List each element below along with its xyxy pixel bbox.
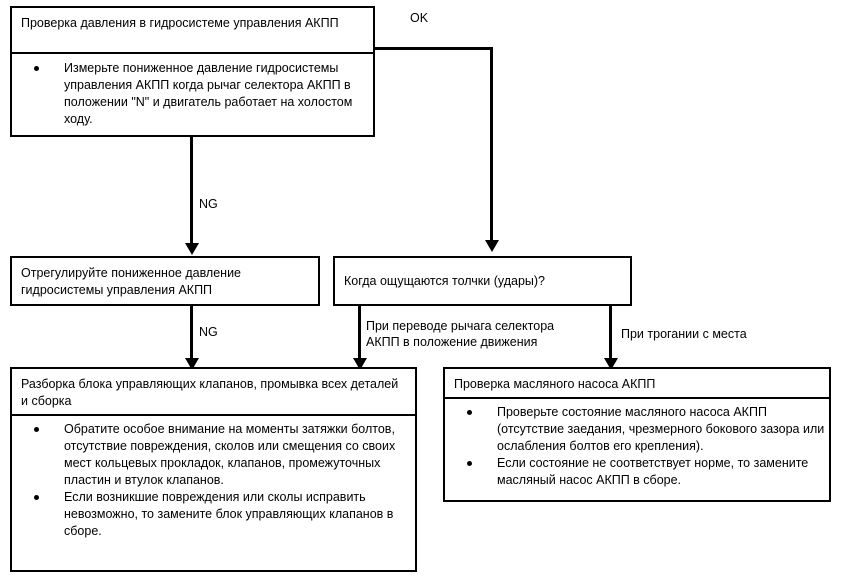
node-oil-pump-bullets: Проверьте состояние масляного насоса АКП… [445, 404, 829, 489]
connector-ok-horizontal [373, 47, 492, 50]
node-check-pressure-divider [12, 52, 373, 54]
node-valve-body-divider [12, 414, 415, 416]
edge-label-ok: OK [410, 11, 429, 25]
list-item-text: Измерьте пониженное давление гидросистем… [64, 61, 353, 126]
node-check-pressure[interactable]: Проверка давления в гидросистеме управле… [10, 6, 375, 137]
list-item-text: Если возникшие повреждения или сколы исп… [64, 490, 394, 538]
node-valve-body-bullets: Обратите особое внимание на моменты затя… [12, 421, 415, 540]
node-oil-pump-divider [445, 397, 829, 399]
bullet-dot-icon [34, 66, 39, 71]
connector-ng-top-arrowhead [185, 243, 199, 255]
connector-moving-off-vertical [609, 306, 612, 364]
list-item-text: Обратите особое внимание на моменты затя… [64, 422, 396, 487]
list-item-text: Если состояние не соответствует норме, т… [497, 456, 809, 487]
connector-ok-arrowhead [485, 240, 499, 252]
node-check-pressure-bullets: Измерьте пониженное давление гидросистем… [12, 60, 373, 128]
connector-ng-bottom-vertical [190, 306, 193, 364]
list-item: Проверьте состояние масляного насоса АКП… [445, 404, 829, 455]
node-oil-pump-header: Проверка масляного насоса АКПП [454, 377, 656, 391]
connector-shift-to-drive-vertical [358, 306, 361, 364]
list-item: Если возникшие повреждения или сколы исп… [12, 489, 415, 540]
bullet-dot-icon [467, 461, 472, 466]
bullet-dot-icon [467, 410, 472, 415]
list-item: Если состояние не соответствует норме, т… [445, 455, 829, 489]
node-shock-question-header: Когда ощущаются толчки (удары)? [344, 274, 546, 288]
node-check-pressure-header: Проверка давления в гидросистеме управле… [21, 16, 339, 30]
node-valve-body[interactable]: Разборка блока управляющих клапанов, про… [10, 367, 417, 572]
list-item: Обратите особое внимание на моменты затя… [12, 421, 415, 489]
node-adjust-pressure-header: Отрегулируйте пониженное давление гидрос… [21, 266, 242, 297]
node-valve-body-header: Разборка блока управляющих клапанов, про… [21, 377, 399, 408]
node-adjust-pressure[interactable]: Отрегулируйте пониженное давление гидрос… [10, 256, 320, 306]
edge-label-moving-off: При трогании с места [621, 327, 747, 341]
edge-label-ng-top: NG [199, 197, 218, 211]
list-item-text: Проверьте состояние масляного насоса АКП… [497, 405, 825, 453]
list-item: Измерьте пониженное давление гидросистем… [12, 60, 373, 128]
bullet-dot-icon [34, 427, 39, 432]
node-oil-pump[interactable]: Проверка масляного насоса АКПП Проверьте… [443, 367, 831, 502]
edge-label-ng-bottom: NG [199, 325, 218, 339]
bullet-dot-icon [34, 495, 39, 500]
edge-label-shift-to-drive: При переводе рычага селектора АКПП в пол… [366, 319, 555, 349]
node-shock-question[interactable]: Когда ощущаются толчки (удары)? [333, 256, 632, 306]
connector-ng-top-vertical [190, 136, 193, 246]
connector-ok-vertical [490, 47, 493, 243]
